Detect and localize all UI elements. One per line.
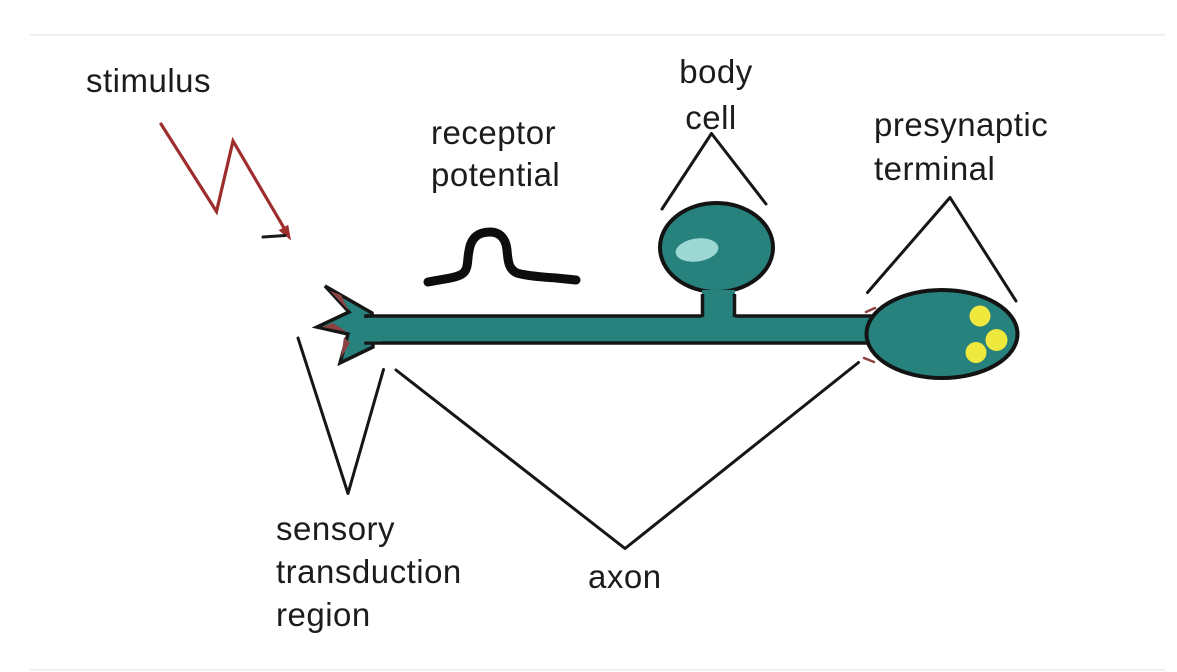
axon-pointer-lines: [394, 361, 860, 550]
body-cell-label-line2: cell: [685, 99, 737, 136]
receptor-potential-waveform-icon: [423, 227, 581, 287]
receptor-potential-label-line2: potential: [431, 156, 560, 193]
axon-shaft: [364, 314, 880, 345]
dendrite-accent-3: [341, 337, 350, 358]
body-cell-label-line1: body: [679, 53, 753, 90]
sensory-transduction-label-line2: transduction: [276, 553, 462, 590]
dendrite-accent-1: [330, 291, 349, 311]
synaptic-vesicle-3: [965, 342, 987, 363]
canvas-edge-bottom: [30, 669, 1165, 671]
stimulus-label: stimulus: [86, 62, 211, 99]
terminal-junction-accent-bottom: [862, 356, 876, 364]
dendrite-sensory-ending: [311, 284, 375, 367]
synaptic-vesicle-2: [985, 329, 1008, 351]
presynaptic-terminal-label-line1: presynaptic: [874, 106, 1048, 143]
minus-dash-icon: [261, 234, 287, 239]
cell-body-highlight: [675, 238, 719, 262]
axon-label: axon: [588, 558, 662, 595]
sensory-transduction-label-line3: region: [276, 596, 371, 633]
sensory-transduction-pointer-lines: [296, 336, 385, 495]
synaptic-vesicle-1: [969, 305, 991, 327]
stimulus-arrowhead-icon: [278, 224, 291, 241]
dendrite-axon-junction: [362, 318, 382, 342]
receptor-potential-label-line1: receptor: [431, 114, 556, 151]
dendrite-accent-2: [322, 323, 347, 332]
terminal-junction-accent-top: [864, 306, 877, 314]
sensory-transduction-label-line1: sensory: [276, 510, 395, 547]
presynaptic-terminal-label-line2: terminal: [874, 150, 995, 187]
canvas-edge-top: [30, 34, 1165, 36]
body-cell-pointer-lines: [660, 132, 768, 211]
cell-body-stalk: [702, 290, 735, 320]
presynaptic-terminal-pointer-lines: [866, 196, 1018, 303]
stimulus-arrow-icon: [159, 122, 288, 233]
